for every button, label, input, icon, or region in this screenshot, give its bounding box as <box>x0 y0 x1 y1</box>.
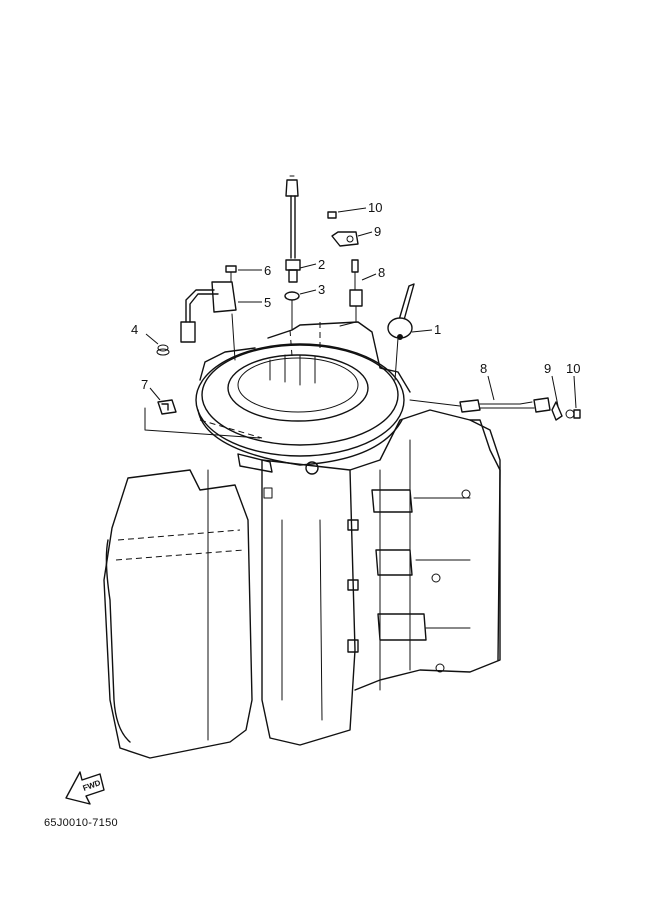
callout-3: 3 <box>318 282 325 297</box>
callout-10-lower: 10 <box>566 361 580 376</box>
callout-1: 1 <box>434 322 441 337</box>
callout-4: 4 <box>131 322 138 337</box>
upper-right-group: 10 9 8 <box>327 200 385 327</box>
callout-7: 7 <box>141 377 148 392</box>
part-7-clip: 7 <box>141 377 261 439</box>
part-1-sensor: 1 <box>387 283 441 381</box>
callout-8-lower: 8 <box>480 361 487 376</box>
callout-9-lower: 9 <box>544 361 551 376</box>
right-cable-group: 8 9 10 <box>409 361 581 421</box>
part-3-washer: 3 <box>284 282 325 331</box>
upper-housing <box>199 321 411 393</box>
callout-10-upper: 10 <box>368 200 382 215</box>
engine-block <box>261 409 501 746</box>
callout-9-upper: 9 <box>374 224 381 239</box>
callout-6: 6 <box>264 263 271 278</box>
part-2-sensor: 2 <box>285 175 325 283</box>
callout-8-upper: 8 <box>378 265 385 280</box>
flywheel-cover <box>195 343 405 475</box>
left-panel <box>103 469 253 759</box>
callout-2: 2 <box>318 257 325 272</box>
part-6-bolt: 6 <box>225 263 271 283</box>
fwd-arrow-icon: FWD <box>65 771 105 805</box>
fwd-label: FWD <box>82 778 102 793</box>
part-5-bracket: 5 <box>180 281 271 361</box>
callout-5: 5 <box>264 295 271 310</box>
diagram-code: 65J0010-7150 <box>44 817 118 829</box>
part-4-grommet: 4 <box>131 322 170 356</box>
